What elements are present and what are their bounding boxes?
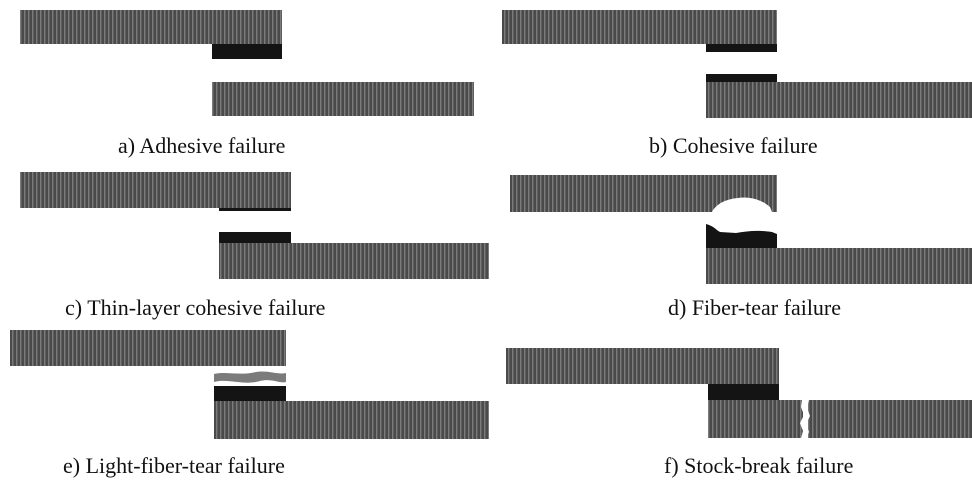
upper-adherend (506, 348, 779, 384)
lower-adherend-left (708, 400, 803, 438)
lower-adherend (212, 82, 474, 116)
upper-adherend (10, 330, 286, 366)
caption-adhesive-failure: a) Adhesive failure (118, 133, 286, 158)
upper-adherend (20, 10, 282, 44)
adhesive-layer (214, 386, 286, 401)
lower-adherend (706, 82, 972, 118)
panel-b-diagram (502, 10, 972, 118)
panel-f-diagram (506, 348, 972, 438)
panel-a-diagram (20, 10, 474, 116)
adhesive-residue-lower (706, 74, 777, 82)
adhesive-residue-upper (706, 44, 777, 52)
lower-adherend (219, 243, 489, 279)
panel-e-diagram (10, 330, 489, 439)
stock-break-crack (800, 400, 810, 438)
lower-adherend (706, 248, 972, 284)
light-fiber-tear (222, 366, 286, 372)
panel-d-diagram (510, 175, 972, 284)
lower-adherend-right (808, 400, 972, 438)
caption-light-fiber-tear-failure: e) Light-fiber-tear failure (63, 453, 285, 478)
torn-fiber-region (706, 212, 777, 234)
adhesive-layer (212, 44, 282, 59)
panel-c-diagram (20, 172, 489, 279)
thin-adhesive-residue (219, 208, 291, 211)
upper-adherend (20, 172, 291, 208)
fiber-tear-line (214, 380, 286, 386)
upper-adherend (502, 10, 777, 44)
adhesive-layer (708, 384, 779, 400)
adhesive-layer (219, 232, 291, 243)
caption-fiber-tear-failure: d) Fiber-tear failure (668, 295, 842, 320)
caption-thin-layer-cohesive-failure: c) Thin-layer cohesive failure (65, 295, 326, 320)
caption-stock-break-failure: f) Stock-break failure (664, 453, 854, 478)
lower-adherend (214, 401, 489, 439)
adhesive-with-fibers (706, 224, 777, 248)
caption-cohesive-failure: b) Cohesive failure (649, 133, 818, 158)
fiber-tear-top (712, 197, 772, 212)
